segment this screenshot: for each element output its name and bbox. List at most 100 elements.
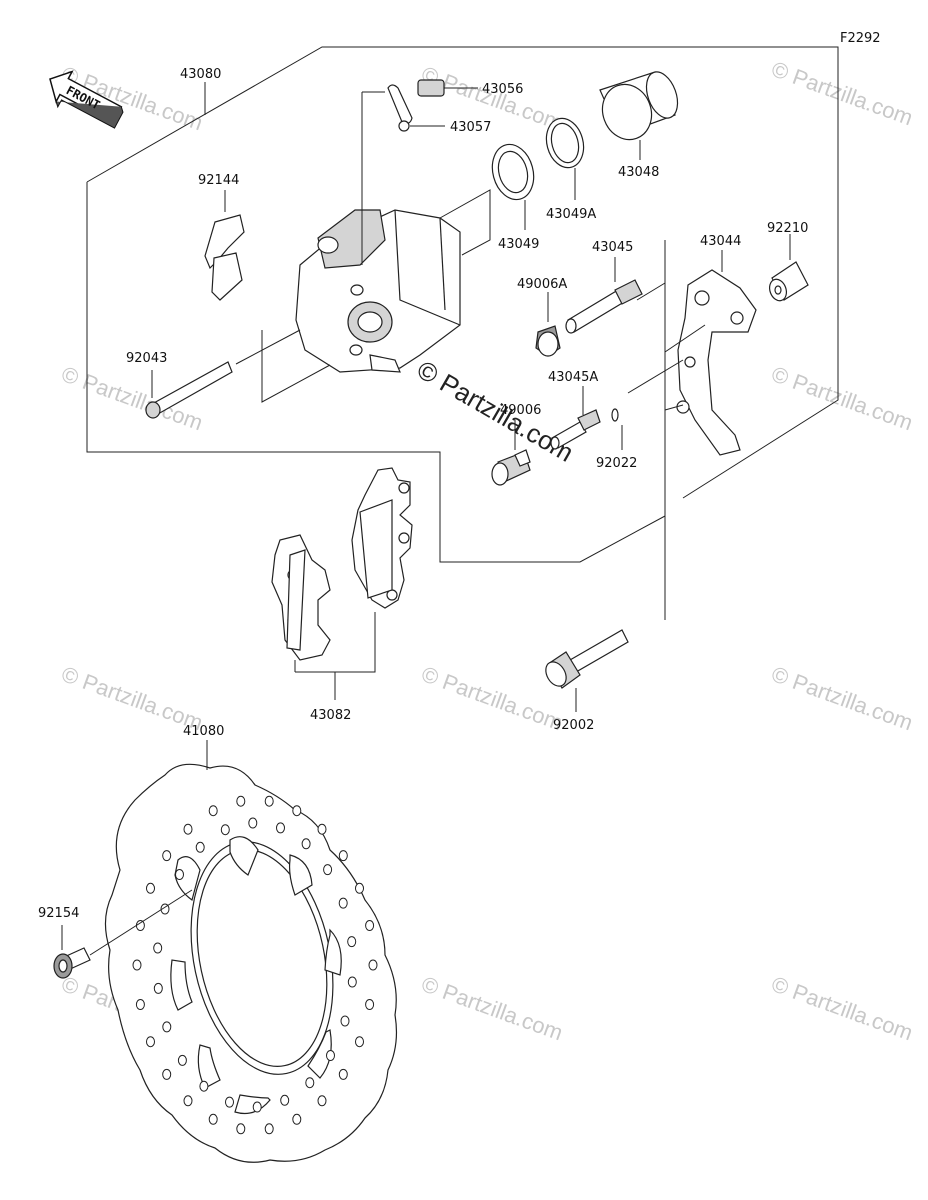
disc-hole [317, 823, 327, 835]
part-label-43045: 43045 [592, 240, 633, 255]
bolt-92154 [53, 947, 91, 979]
watermark: © Partzilla.com [418, 61, 566, 135]
part-label-92210: 92210 [767, 221, 808, 236]
disc-hole [175, 869, 184, 880]
boot-49006 [491, 449, 531, 486]
part-label-92154: 92154 [38, 906, 79, 921]
part-label-92002: 92002 [553, 718, 594, 733]
part-label-43045A: 43045A [548, 370, 598, 385]
disc-hole [355, 882, 364, 894]
seal-43049 [491, 143, 535, 201]
disc-hole [135, 920, 145, 931]
disc-hole [146, 1036, 155, 1048]
leader-line [627, 359, 684, 394]
disc-hole [347, 936, 357, 948]
leader-line [664, 324, 706, 353]
disc-hole [195, 841, 205, 853]
leader-line [261, 330, 331, 403]
piston-43048 [599, 71, 679, 141]
leader-line [89, 889, 193, 956]
disc-hole [225, 1096, 234, 1108]
part-label-43080: 43080 [180, 67, 221, 82]
disc-hole [365, 920, 375, 931]
leader-line [235, 329, 301, 365]
brake-pad-outer [351, 467, 413, 609]
leader-line [664, 404, 684, 411]
disc-hole [199, 1080, 209, 1092]
leader-line [295, 612, 376, 673]
disc-hole [301, 838, 311, 850]
figure-code: F2292 [840, 31, 881, 46]
disc-hole [135, 999, 145, 1010]
disc-hole [292, 1113, 302, 1125]
caliper-bracket-43044 [676, 269, 757, 456]
part-label-92022: 92022 [596, 456, 637, 471]
disc-hole [248, 817, 258, 829]
disc-hole [183, 1095, 193, 1107]
part-label-43082: 43082 [310, 708, 351, 723]
watermark: © Partzilla.com [418, 661, 566, 735]
brake-pad-inner [271, 534, 331, 661]
part-label-43057: 43057 [450, 120, 491, 135]
disc-hole [338, 897, 348, 909]
part-label-49006A: 49006A [517, 277, 567, 292]
disc-hole [220, 824, 230, 836]
disc-hole [365, 999, 375, 1010]
disc-hole [323, 864, 333, 876]
part-label-43049: 43049 [498, 237, 539, 252]
disc-hole [276, 822, 285, 834]
disc-hole [355, 1036, 364, 1048]
part-label-92144: 92144 [198, 173, 239, 188]
disc-hole [132, 959, 142, 971]
part-label-43056: 43056 [482, 82, 523, 97]
disc-hole [183, 823, 193, 835]
seal-43049A [545, 117, 585, 169]
collar-92210 [768, 261, 809, 302]
disc-hole [347, 976, 357, 988]
disc-hole [264, 1123, 274, 1135]
disc-hole [340, 1015, 350, 1027]
disc-hole [162, 1068, 172, 1080]
boot-49006A [535, 325, 561, 357]
disc-hole [252, 1101, 262, 1113]
pad-pin-92043 [145, 361, 233, 419]
bleeder-valve-43056 [417, 79, 478, 97]
caliper-body [295, 209, 461, 373]
disc-hole [338, 1068, 348, 1080]
circlip-92022 [611, 408, 619, 422]
part-label-43049A: 43049A [546, 207, 596, 222]
leader-line [439, 189, 491, 256]
disc-hole [317, 1095, 327, 1107]
pad-spring-92144 [204, 214, 245, 301]
disc-hole [177, 1054, 187, 1066]
disc-hole [280, 1094, 290, 1106]
disc-hole [368, 959, 378, 971]
part-label-92043: 92043 [126, 351, 167, 366]
part-label-43048: 43048 [618, 165, 659, 180]
disc-hole [264, 795, 274, 807]
brake-disc-41080 [104, 763, 398, 1163]
disc-hole [292, 805, 302, 817]
watermark: © Partzilla.com [768, 971, 916, 1045]
disc-hole [208, 805, 218, 817]
part-label-43044: 43044 [700, 234, 741, 249]
disc-hole [305, 1077, 315, 1089]
disc-hole [162, 1021, 172, 1033]
watermark: © Partzilla.com [768, 361, 916, 435]
disc-hole [338, 850, 348, 862]
slide-pin-43045 [565, 279, 643, 334]
assembly-outline [86, 182, 666, 563]
disc-hole [162, 850, 172, 862]
disc-hole [326, 1050, 335, 1061]
disc-hole [153, 982, 163, 994]
part-label-49006: 49006 [500, 403, 541, 418]
disc-hole [208, 1113, 218, 1125]
disc-hole [146, 882, 155, 894]
assembly-outline [86, 46, 839, 499]
watermark: © Partzilla.com [418, 971, 566, 1045]
disc-hole [153, 942, 163, 954]
cap-43057 [387, 84, 445, 132]
part-label-41080: 41080 [183, 724, 224, 739]
